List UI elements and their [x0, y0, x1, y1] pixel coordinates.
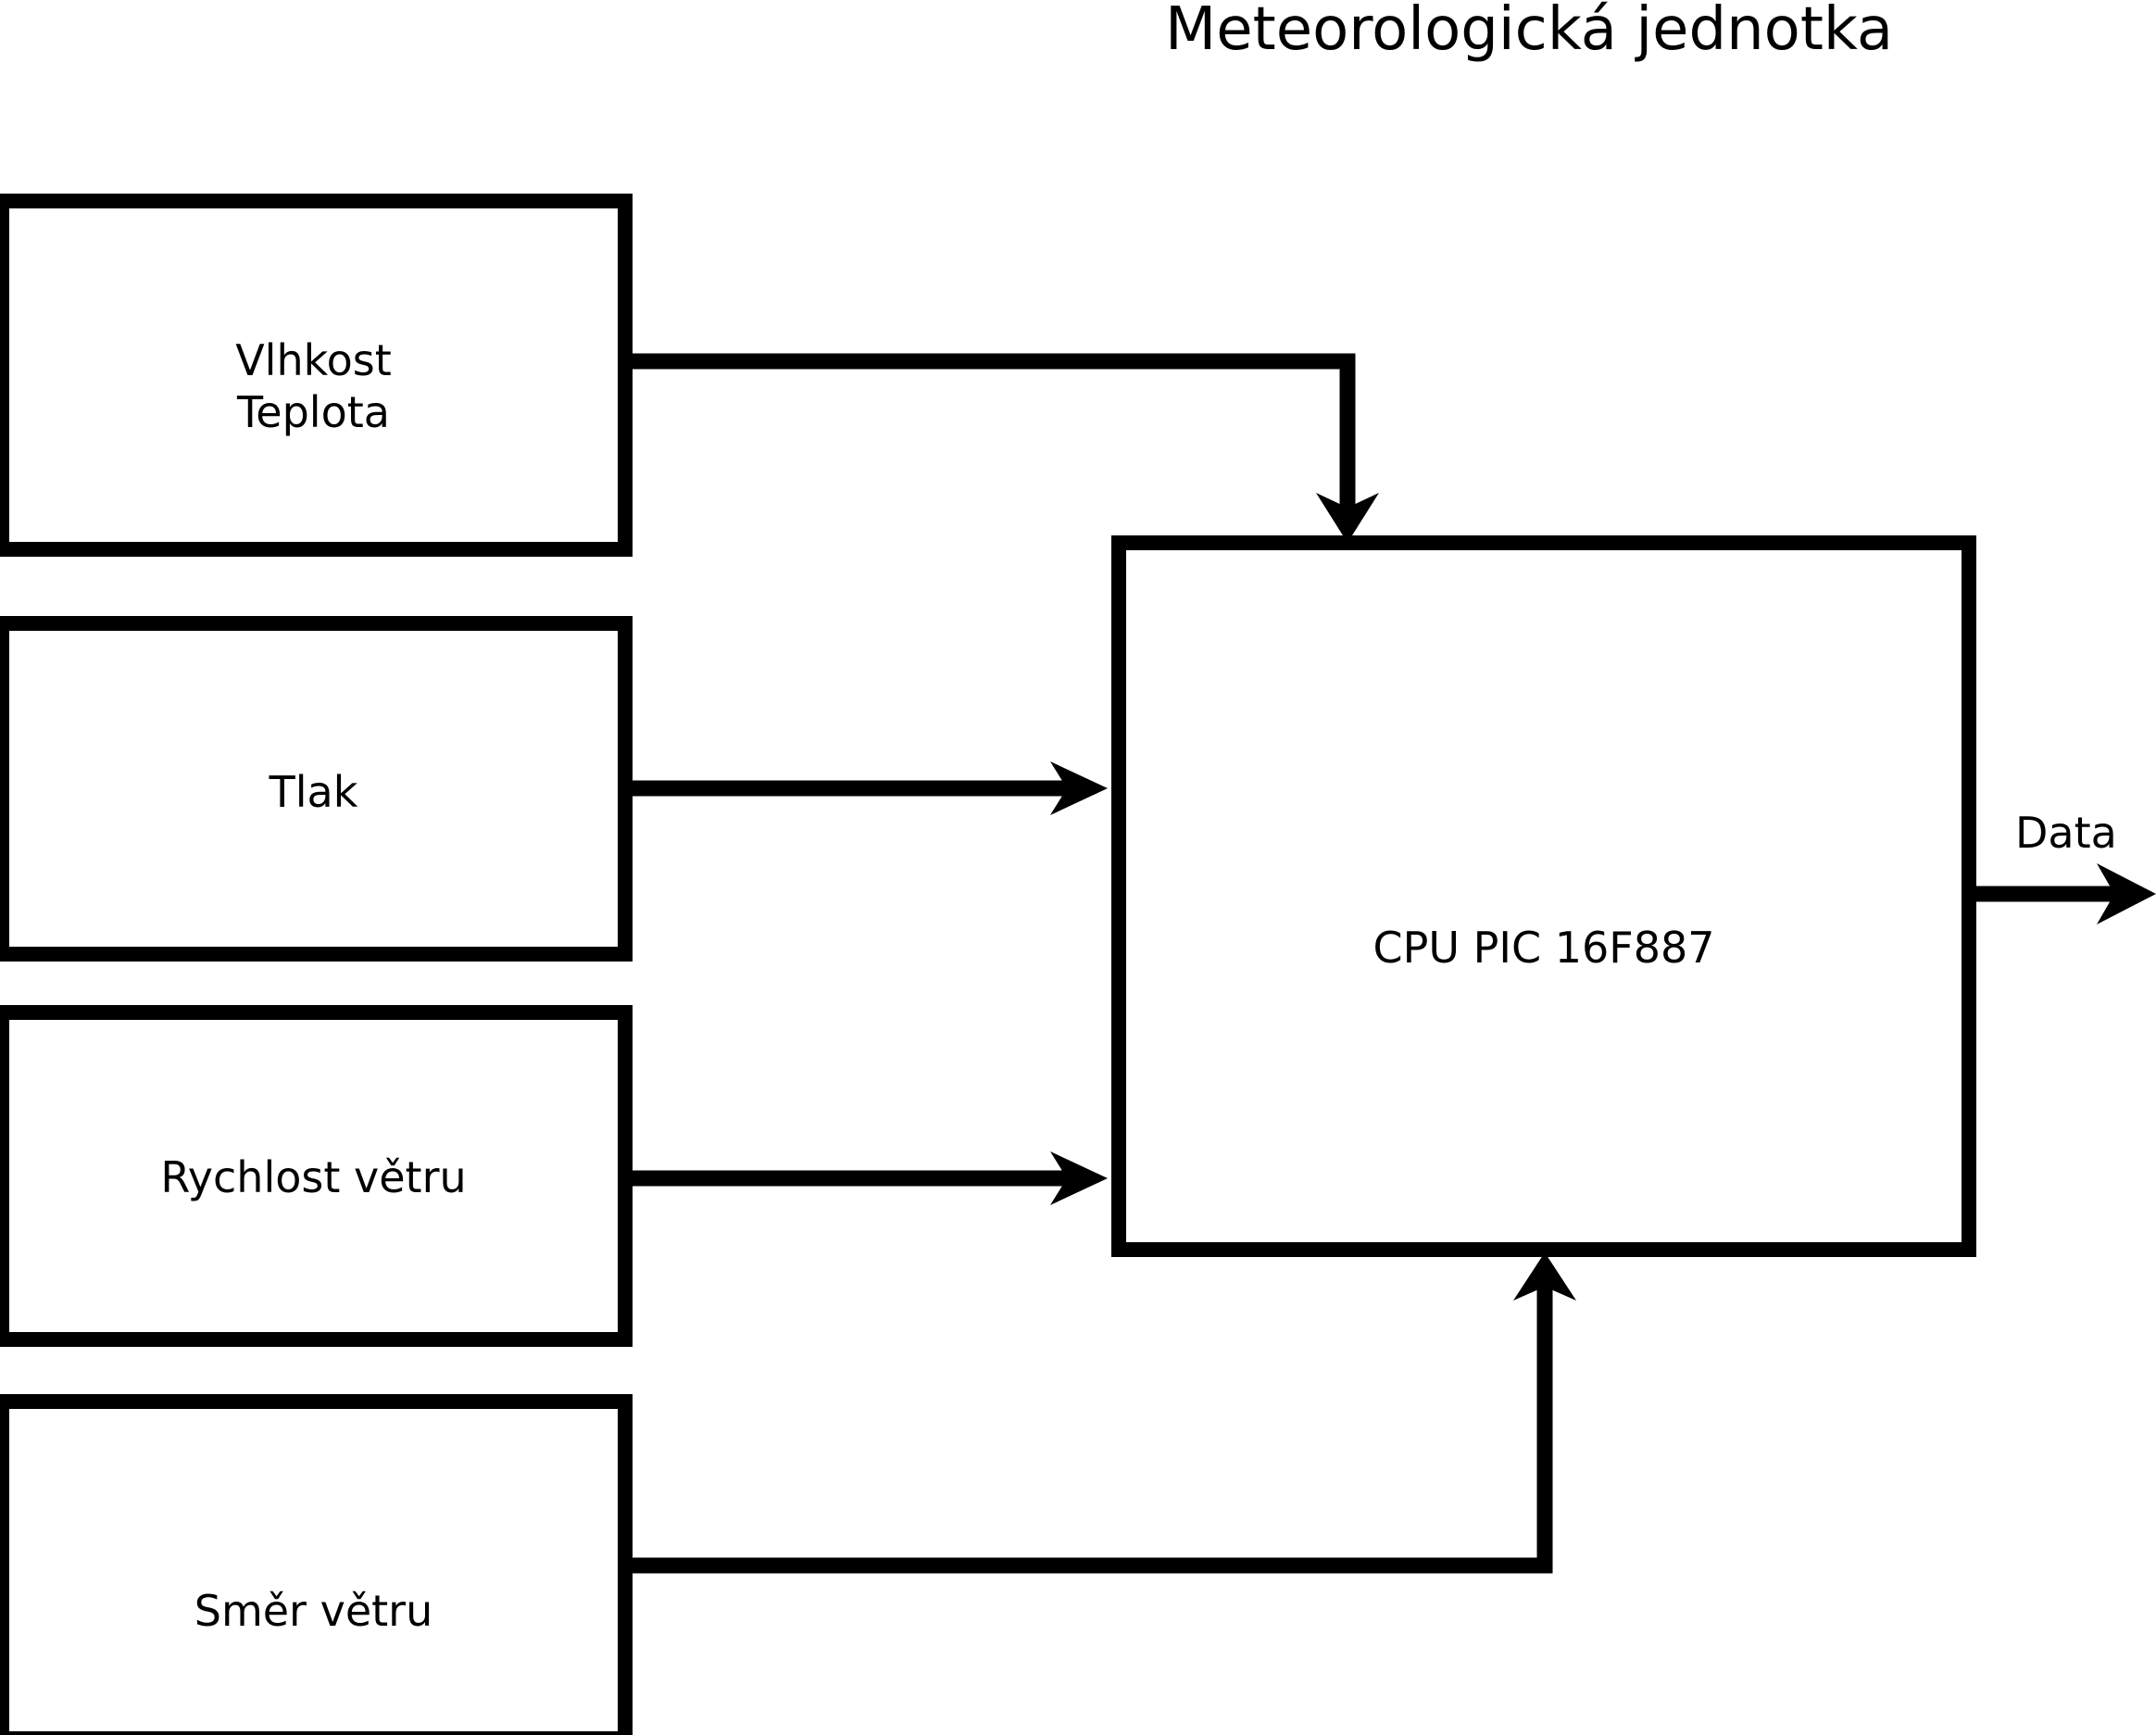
block-label-wind-speed: Rychlost větru: [160, 1152, 467, 1203]
arrowhead-right-icon: [1050, 1151, 1108, 1205]
arrowhead-up-icon: [1513, 1252, 1576, 1301]
arrowhead-right-icon: [2097, 863, 2156, 924]
block-humidity-temperature[interactable]: Vlhkost Teplota: [0, 194, 633, 557]
block-label-humidity-temperature: Vlhkost Teplota: [235, 334, 392, 437]
block-label-cpu: CPU PIC 16F887: [1373, 923, 1715, 974]
block-wind-speed[interactable]: Rychlost větru: [0, 1005, 633, 1347]
block-wind-direction[interactable]: Směr větru: [0, 1394, 633, 1735]
output-label-data: Data: [2015, 808, 2117, 858]
arrowhead-right-icon: [1050, 761, 1108, 815]
block-label-wind-direction: Směr větru: [194, 1585, 433, 1636]
page-title: Meteorologická jednotka: [1165, 0, 1894, 64]
connector-wind-direction-to-cpu: [625, 1252, 1576, 1574]
connector-humidity-temperature-to-cpu: [625, 353, 1379, 543]
block-pressure[interactable]: Tlak: [0, 616, 633, 962]
connector-cpu-to-data-output: [1969, 863, 2156, 924]
block-cpu[interactable]: CPU PIC 16F887: [1111, 535, 1976, 1257]
connector-wind-speed-to-cpu: [625, 1151, 1108, 1205]
block-label-pressure: Tlak: [269, 767, 358, 818]
connector-pressure-to-cpu: [625, 761, 1108, 815]
